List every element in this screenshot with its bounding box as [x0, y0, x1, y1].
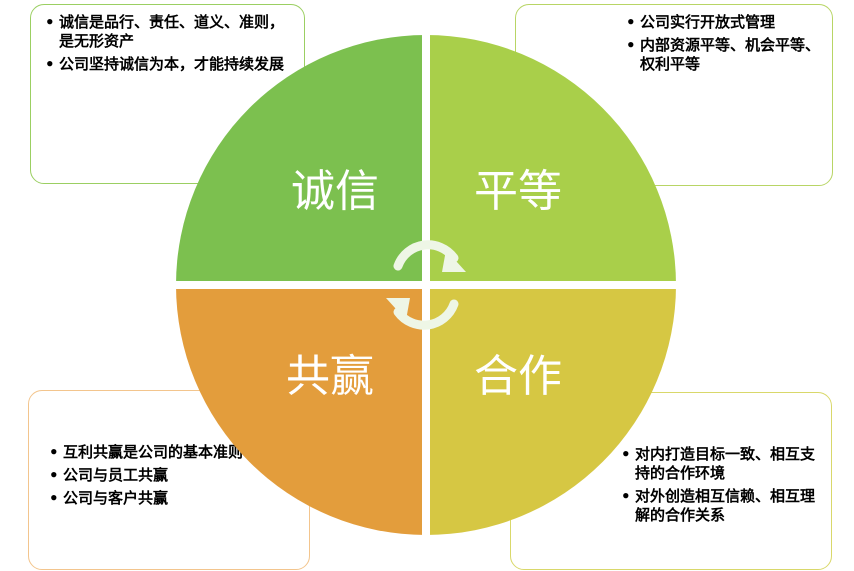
quadrant-bottom-left [176, 289, 422, 535]
bullet-item: 公司与员工共赢 [49, 466, 299, 485]
quadrant-title-equality: 平等 [474, 166, 562, 217]
callout-equality: 公司实行开放式管理 内部资源平等、机会平等、权利平等 [515, 4, 833, 186]
bullet-item: 公司坚持诚信为本，才能持续发展 [45, 55, 294, 74]
quadrant-top-left [176, 35, 422, 281]
quadrant-bottom-right [430, 289, 676, 535]
quadrant-top-right [430, 35, 676, 281]
quadrant-title-win-win: 共赢 [286, 351, 374, 402]
bullet-item: 对内打造目标一致、相互支持的合作环境 [621, 445, 821, 483]
circular-arrows-icon [386, 240, 466, 330]
callout-win-win: 互利共赢是公司的基本准则 公司与员工共赢 公司与客户共赢 [28, 390, 310, 570]
bullet-item: 公司实行开放式管理 [626, 13, 822, 32]
quadrant-title-integrity: 诚信 [291, 166, 379, 217]
callout-integrity: 诚信是品行、责任、道义、准则，是无形资产 公司坚持诚信为本，才能持续发展 [30, 4, 305, 184]
bullet-item: 互利共赢是公司的基本准则 [49, 443, 299, 462]
bullet-item: 公司与客户共赢 [49, 489, 299, 508]
quadrant-title-cooperation: 合作 [474, 351, 562, 402]
bullet-item: 内部资源平等、机会平等、权利平等 [626, 36, 822, 74]
bullet-item: 诚信是品行、责任、道义、准则，是无形资产 [45, 13, 294, 51]
bullet-item: 对外创造相互信赖、相互理解的合作关系 [621, 487, 821, 525]
